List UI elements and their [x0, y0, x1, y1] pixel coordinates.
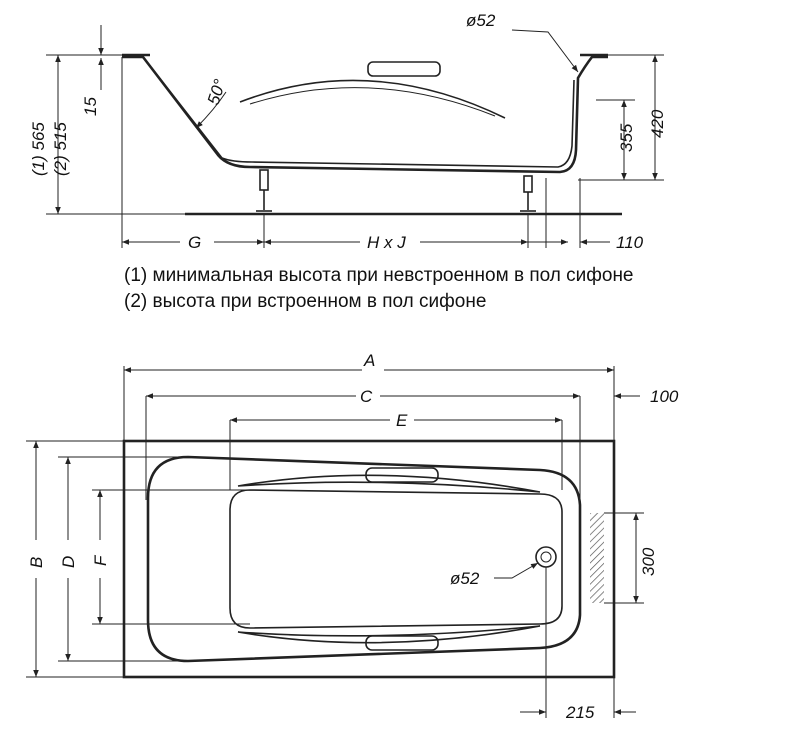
tub-inner-contour	[146, 455, 582, 663]
side-angle-label: 50°	[204, 77, 230, 108]
dim-300-label: 300	[639, 547, 658, 576]
side-arc	[239, 79, 506, 119]
leg-left	[256, 169, 272, 212]
side-handle	[367, 61, 441, 77]
top-view: A C E 100 B D F 300 215 ø52	[26, 351, 679, 722]
dim-c-label: C	[360, 387, 373, 406]
side-rim-label: 15	[81, 97, 100, 116]
side-height-left-2: (2) 515	[51, 122, 70, 176]
handle-top	[237, 474, 541, 493]
side-len-hxj: H x J	[367, 233, 406, 252]
note-line-1: (1) минимальная высота при невстроенном …	[124, 265, 634, 286]
dim-a-label: A	[363, 351, 375, 370]
dim-215-label: 215	[565, 703, 595, 722]
side-len-110: 110	[616, 233, 644, 252]
side-height-420: 420	[648, 109, 667, 138]
side-height-355: 355	[617, 123, 636, 152]
handle-top-grip	[365, 467, 439, 483]
side-drain-label: ø52	[466, 11, 496, 30]
tub-side-inner	[146, 61, 575, 168]
dim-b-label: B	[27, 557, 46, 568]
drain-inner	[540, 551, 552, 563]
hatched-zone	[590, 513, 604, 603]
dim-f-label: F	[91, 554, 110, 566]
dim-e-label: E	[396, 411, 408, 430]
side-height-left-1: (1) 565	[29, 122, 48, 176]
dim-d-label: D	[59, 556, 78, 568]
tub-basin	[229, 489, 563, 629]
tub-side-outline	[122, 55, 608, 174]
handle-bottom-grip	[365, 635, 439, 651]
leg-right	[520, 175, 536, 212]
side-view: ø52 50° 15 (1) 565 (2) 515 355 420 G H x…	[29, 11, 667, 252]
note-line-2: (2) высота при встроенном в пол сифоне	[124, 291, 486, 312]
tub-outer-rect	[122, 439, 616, 679]
handle-bottom	[237, 625, 541, 644]
dim-100-label: 100	[650, 387, 679, 406]
side-len-g: G	[188, 233, 201, 252]
drain-outer	[535, 546, 557, 568]
top-drain-label: ø52	[450, 569, 480, 588]
